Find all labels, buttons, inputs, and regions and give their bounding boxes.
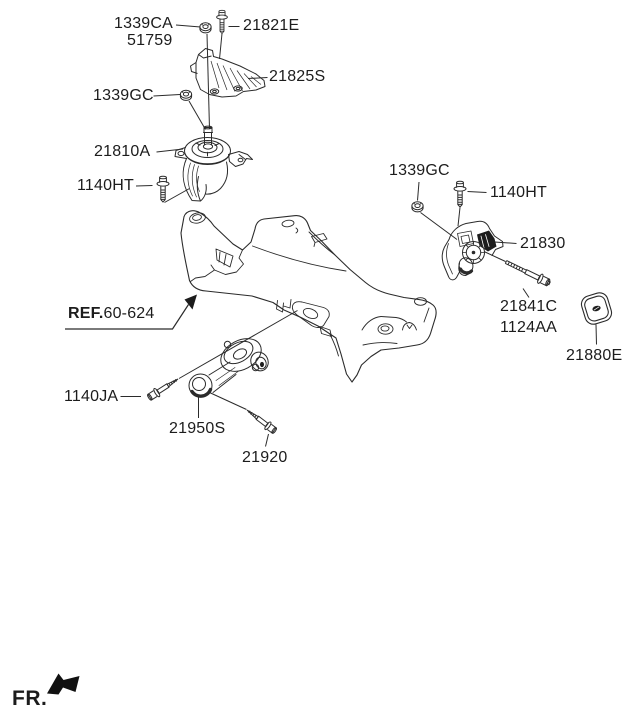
part-label-21920[interactable]: 21920 [242,449,288,466]
bolt-21920-icon [246,409,277,434]
bolt-21841c-icon [504,260,551,287]
part-label-21950s[interactable]: 21950S [169,420,226,437]
part-label-1140ht-left[interactable]: 1140HT [77,177,134,194]
dynamic-damper-drawing [580,292,613,325]
flange-nut-1339ca-icon [199,22,212,34]
part-label-1140ht-right[interactable]: 1140HT [490,184,547,201]
bolt-1140ht-right-icon [453,180,467,208]
ref-prefix: REF. [68,305,104,322]
crossmember-drawing [180,210,437,383]
part-label-1124aa[interactable]: 1124AA [500,319,557,336]
part-label-1339gc-left[interactable]: 1339GC [93,87,154,104]
flange-nut-1339gc-right-icon [411,201,424,213]
part-label-21821e[interactable]: 21821E [243,17,300,34]
part-label-21830[interactable]: 21830 [520,235,566,252]
transaxle-mount-bracket-drawing [441,220,504,281]
part-label-1339gc-right[interactable]: 1339GC [389,162,450,179]
front-marker-label: FR. [12,687,48,710]
ref-arrow [65,294,197,330]
part-label-21810a[interactable]: 21810A [94,143,151,160]
engine-mount-support-bracket-drawing [190,48,266,98]
bolt-1140ja-icon [147,378,179,401]
engine-mount-insulator-drawing [174,125,253,202]
bolt-1140ht-left-icon [156,175,170,203]
flange-nut-1339gc-left-icon [179,89,193,101]
part-label-21880e[interactable]: 21880E [566,347,623,364]
callout-leader-lines [120,24,597,447]
part-label-21841c[interactable]: 21841C [500,298,558,315]
roll-rod-mount-drawing [188,338,269,398]
ref-callout[interactable]: REF.60-624 [68,306,155,322]
part-label-1140ja[interactable]: 1140JA [64,388,119,405]
part-label-1339ca[interactable]: 1339CA [114,15,174,32]
front-direction-arrow-icon [47,673,80,695]
part-label-21825s[interactable]: 21825S [269,68,326,85]
part-label-51759[interactable]: 51759 [127,32,173,49]
bolt-21821e-icon [216,9,228,34]
ref-number: 60-624 [103,305,155,322]
